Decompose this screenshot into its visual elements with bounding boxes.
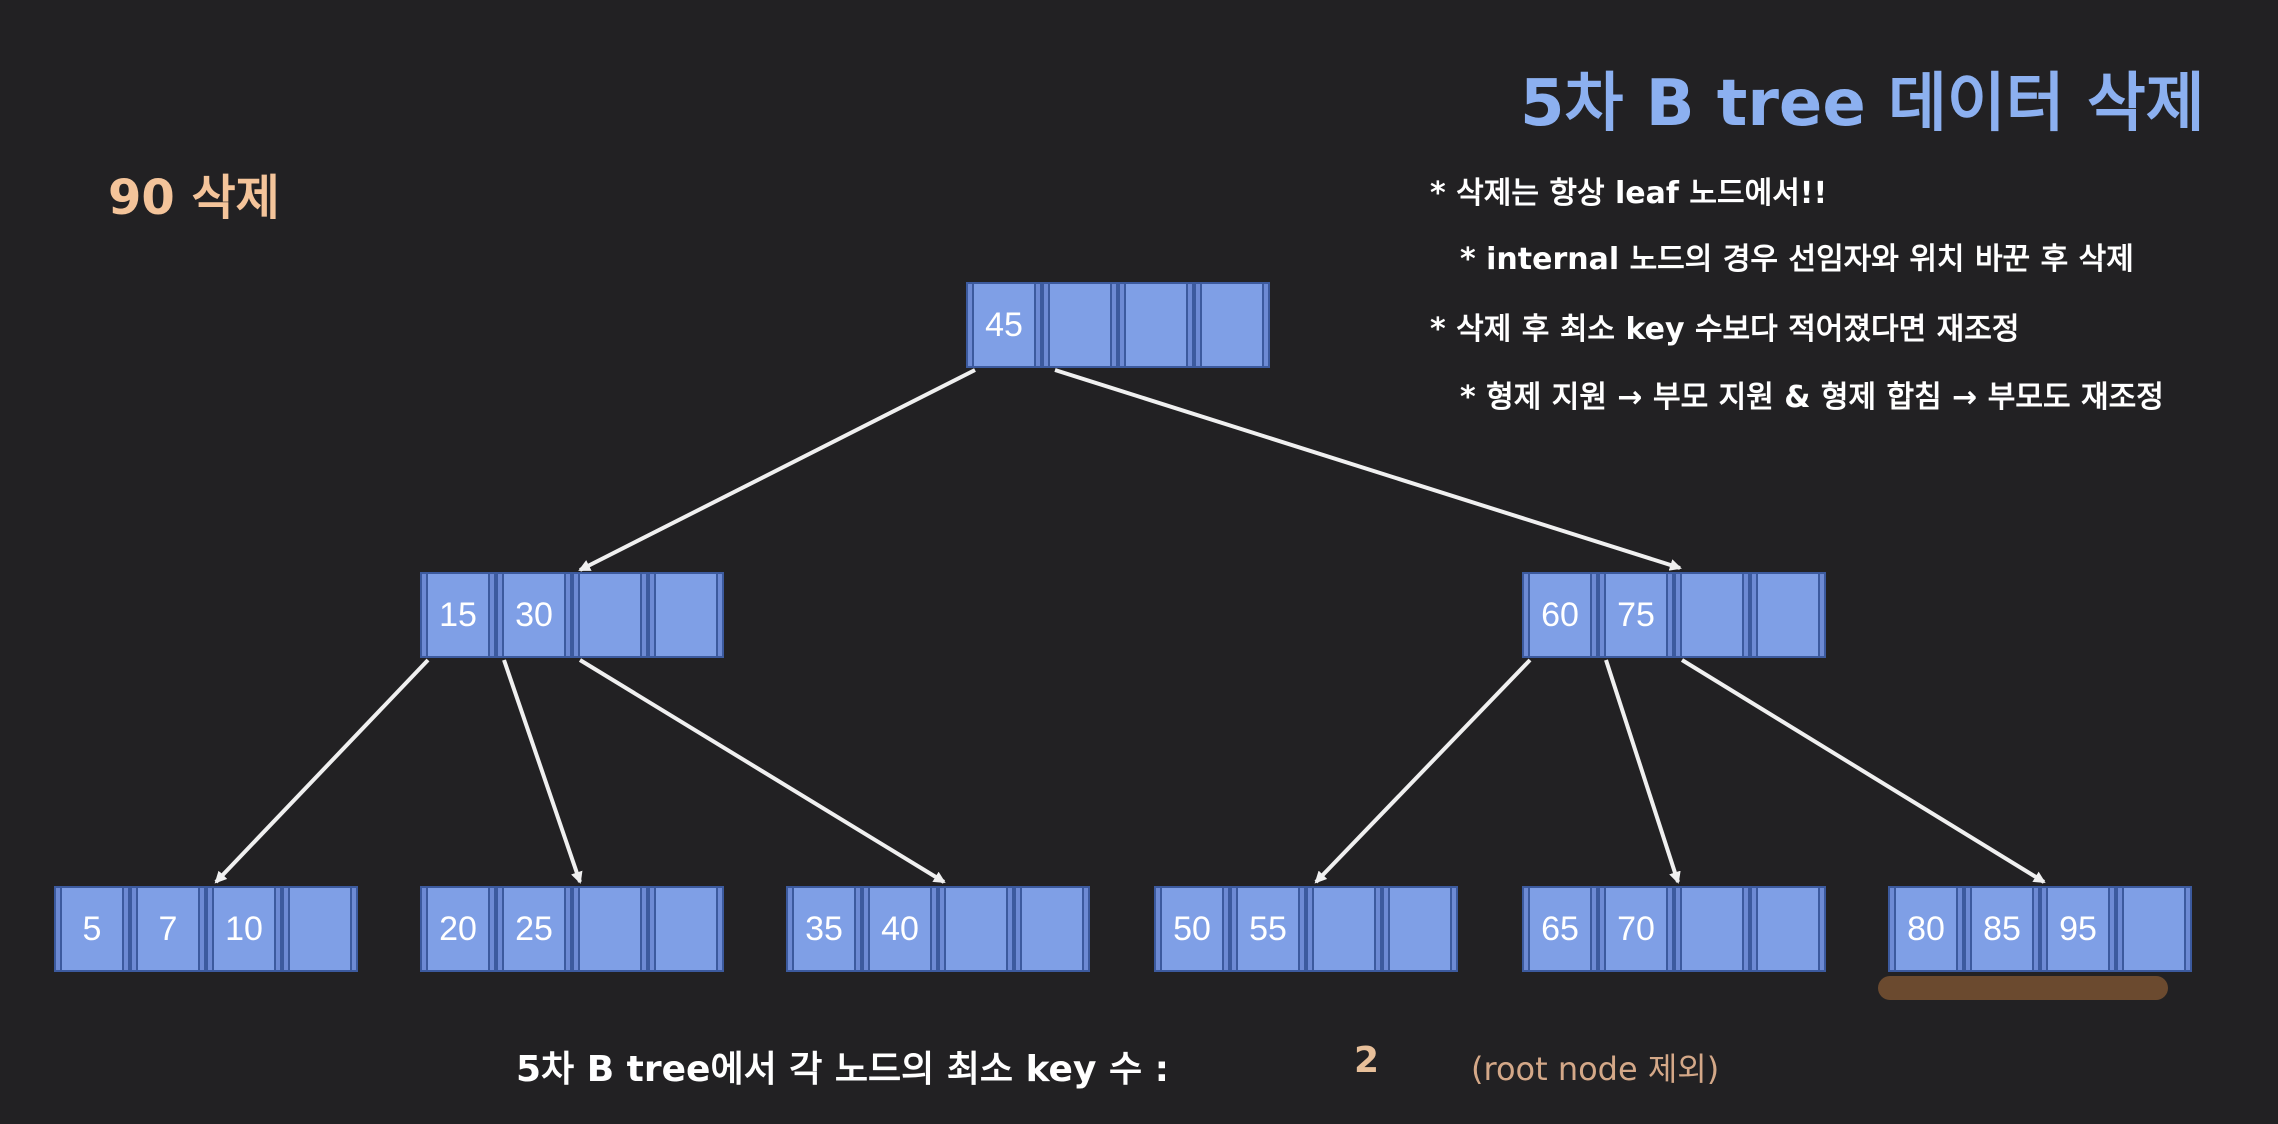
internal-node: 15 30 (420, 572, 724, 658)
edge-root-left (578, 368, 976, 572)
leaf-underline-highlight (1878, 976, 2168, 1000)
key-slot: 55 (1230, 886, 1306, 972)
operation-label: 90 삭제 (108, 170, 280, 226)
edge-15-30-to-leaf2 (502, 659, 583, 884)
edge-15-30-to-leaf1 (214, 658, 430, 884)
key-slot: 25 (496, 886, 572, 972)
edge-60-75-to-leaf4 (1314, 658, 1532, 884)
key-slot (1674, 572, 1750, 658)
key-slot: 65 (1522, 886, 1598, 972)
key-slot (1750, 572, 1826, 658)
key-slot: 7 (130, 886, 206, 972)
key-slot: 10 (206, 886, 282, 972)
footer: 5차 B tree에서 각 노드의 최소 key 수 : 2 (root nod… (516, 1040, 1719, 1092)
key-slot: 40 (862, 886, 938, 972)
key-slot (282, 886, 358, 972)
key-slot (1118, 282, 1194, 368)
key-slot: 95 (2040, 886, 2116, 972)
key-slot (648, 572, 724, 658)
leaf-node: 5 7 10 (54, 886, 358, 972)
key-slot (1194, 282, 1270, 368)
key-slot (938, 886, 1014, 972)
edge-60-75-to-leaf5 (1604, 659, 1681, 884)
key-slot (2116, 886, 2192, 972)
footer-label: 5차 B tree에서 각 노드의 최소 key 수 : (516, 1049, 1170, 1090)
footer-note: (root node 제외) (1471, 1050, 1720, 1088)
leaf-node-highlighted: 80 85 95 (1888, 886, 2192, 972)
edge-root-right (1054, 368, 1682, 571)
key-slot: 50 (1154, 886, 1230, 972)
key-slot (648, 886, 724, 972)
key-slot: 85 (1964, 886, 2040, 972)
key-slot (1014, 886, 1090, 972)
key-slot: 30 (496, 572, 572, 658)
root-node: 45 (966, 282, 1270, 368)
leaf-node: 50 55 (1154, 886, 1458, 972)
internal-node: 60 75 (1522, 572, 1826, 658)
key-slot: 15 (420, 572, 496, 658)
key-slot: 35 (786, 886, 862, 972)
leaf-node: 65 70 (1522, 886, 1826, 972)
key-slot (1750, 886, 1826, 972)
key-slot: 45 (966, 282, 1042, 368)
edge-15-30-to-leaf3 (578, 658, 946, 884)
key-slot (1674, 886, 1750, 972)
rule-item: * internal 노드의 경우 선임자와 위치 바꾼 후 삭제 (1460, 242, 2134, 277)
rule-item: * 삭제 후 최소 key 수보다 적어졌다면 재조정 (1430, 312, 2020, 347)
rule-item: * 형제 지원 → 부모 지원 & 형제 합침 → 부모도 재조정 (1460, 380, 2164, 415)
key-slot (1382, 886, 1458, 972)
key-slot: 70 (1598, 886, 1674, 972)
key-slot (572, 572, 648, 658)
key-slot: 75 (1598, 572, 1674, 658)
footer-value: 2 (1354, 1040, 1380, 1081)
key-slot: 60 (1522, 572, 1598, 658)
key-slot: 20 (420, 886, 496, 972)
key-slot (1042, 282, 1118, 368)
leaf-node: 20 25 (420, 886, 724, 972)
leaf-node: 35 40 (786, 886, 1090, 972)
page-title: 5차 B tree 데이터 삭제 (1520, 67, 2205, 141)
key-slot (1306, 886, 1382, 972)
edge-60-75-to-leaf6 (1680, 658, 2046, 884)
key-slot: 5 (54, 886, 130, 972)
key-slot: 80 (1888, 886, 1964, 972)
rule-item: * 삭제는 항상 leaf 노드에서!! (1430, 176, 1828, 211)
key-slot (572, 886, 648, 972)
